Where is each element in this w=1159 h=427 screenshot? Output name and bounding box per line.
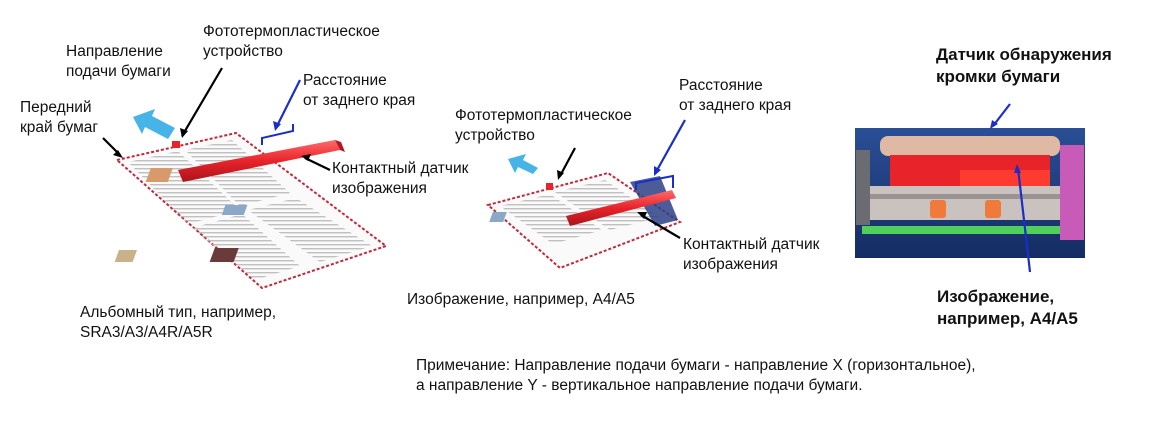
label-trail-distance-left: Расстояние от заднего края — [303, 71, 415, 111]
label-fuser-mid: Фототермопластическое устройство — [455, 106, 632, 146]
machine-photo — [855, 128, 1085, 258]
label-image-example: Изображение, например, А4/А5 — [937, 286, 1078, 330]
fuser-marker-mid — [546, 183, 553, 190]
label-cis-mid: Контактный датчик изображения — [683, 235, 819, 275]
label-cis-left: Контактный датчик изображения — [332, 159, 468, 199]
label-feed-direction: Направление подачи бумаги — [66, 42, 171, 82]
feed-direction-arrow-left — [133, 109, 175, 139]
label-leading-edge: Передний край бумаг — [20, 98, 98, 138]
label-landscape-example: Альбомный тип, например, SRA3/A3/A4R/A5R — [80, 303, 276, 343]
label-portrait-example: Изображение, например, А4/А5 — [407, 290, 635, 310]
label-fuser-left: Фототермопластическое устройство — [203, 22, 380, 62]
feed-direction-arrow-mid — [508, 154, 538, 174]
leader-distance-mid — [656, 120, 685, 172]
label-edge-sensor: Датчик обнаружения кромки бумаги — [936, 44, 1112, 88]
label-trail-distance-mid: Расстояние от заднего края — [679, 76, 791, 116]
leader-fuser-left — [182, 68, 222, 136]
leader-distance-left — [276, 80, 300, 128]
leader-fuser-mid — [560, 148, 575, 176]
leader-cis-left — [305, 158, 330, 170]
fuser-marker-left — [172, 141, 180, 148]
note-text: Примечание: Направление подачи бумаги - … — [416, 356, 976, 396]
